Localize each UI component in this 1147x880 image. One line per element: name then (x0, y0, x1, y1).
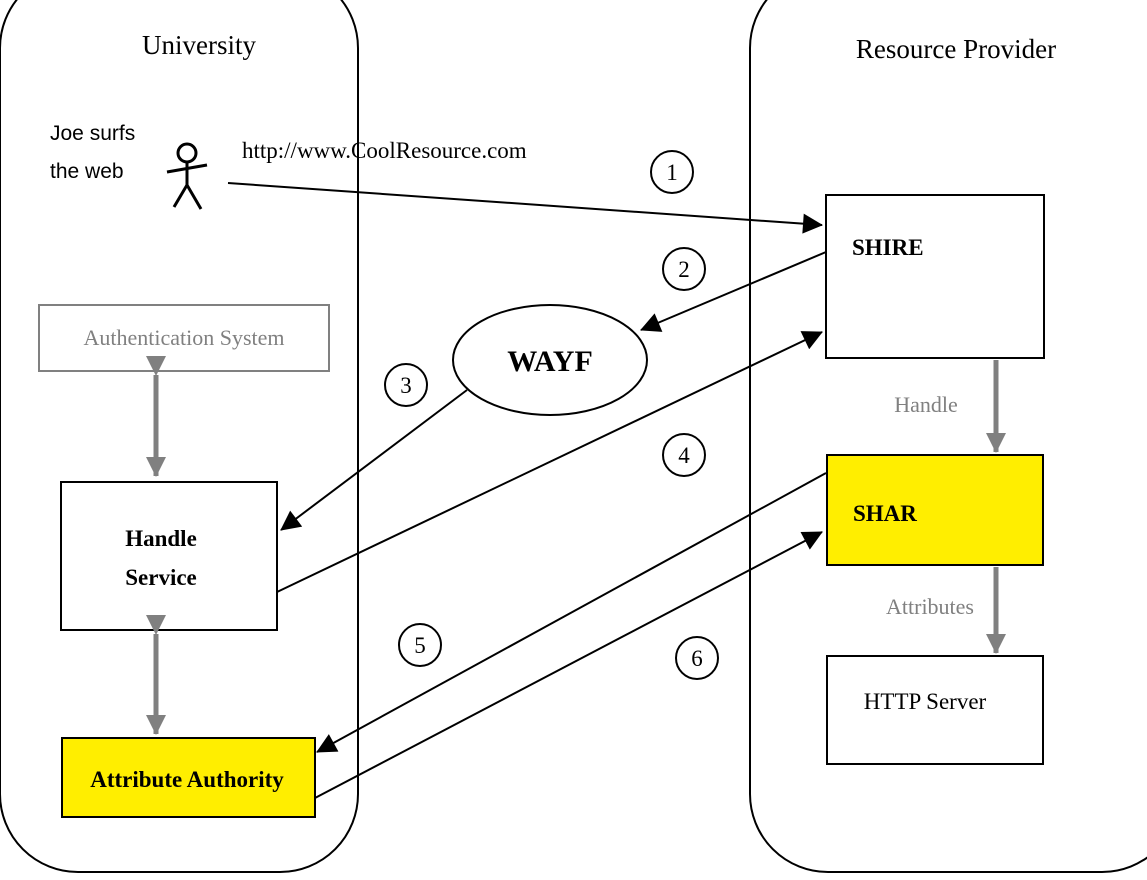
flow-arrow-2 (640, 251, 827, 332)
wayf-label: WAYF (507, 345, 593, 378)
handle-service-label-line1: Handle (125, 526, 197, 551)
step-6-label: 6 (691, 646, 703, 671)
handle-edge-label: Handle (894, 392, 958, 417)
step-5-marker: 5 (398, 623, 442, 667)
university-title: University (142, 30, 256, 60)
shar-label: SHAR (853, 501, 917, 526)
resource-url: http://www.CoolResource.com (242, 138, 527, 163)
resource-provider-title: Resource Provider (856, 34, 1056, 64)
flow-arrow-1 (227, 182, 823, 234)
http-server-box (826, 655, 1044, 765)
step-2-label: 2 (678, 257, 690, 282)
flow-arrow-5 (316, 472, 827, 753)
step-3-label: 3 (400, 373, 412, 398)
step-3-marker: 3 (384, 363, 428, 407)
resource-provider-panel (749, 0, 1147, 873)
attribute-authority-label: Attribute Authority (90, 767, 284, 792)
attributes-edge-label: Attributes (886, 594, 974, 619)
flow-arrow-6 (314, 531, 823, 799)
step-1-marker: 1 (650, 150, 694, 194)
shire-label: SHIRE (852, 235, 924, 260)
shar-box (826, 454, 1044, 566)
person-icon (166, 142, 208, 210)
authentication-system-label: Authentication System (83, 325, 284, 350)
handle-service-box (60, 481, 278, 631)
flow-arrow-4 (276, 331, 823, 593)
step-4-marker: 4 (662, 433, 706, 477)
university-panel (0, 0, 359, 873)
attribute-authority-box (61, 737, 316, 818)
step-2-marker: 2 (662, 247, 706, 291)
step-4-label: 4 (678, 443, 690, 468)
user-label-line1: Joe surfs (50, 122, 135, 145)
user-label-line2: the web (50, 160, 124, 183)
step-6-marker: 6 (675, 636, 719, 680)
authentication-system-box (38, 304, 330, 372)
handle-service-label-line2: Service (125, 565, 197, 590)
flow-arrow-3 (280, 389, 468, 531)
shire-box (825, 194, 1045, 359)
wayf-ellipse (452, 304, 648, 416)
step-5-label: 5 (414, 633, 426, 658)
step-1-label: 1 (666, 160, 678, 185)
http-server-label: HTTP Server (864, 689, 987, 714)
